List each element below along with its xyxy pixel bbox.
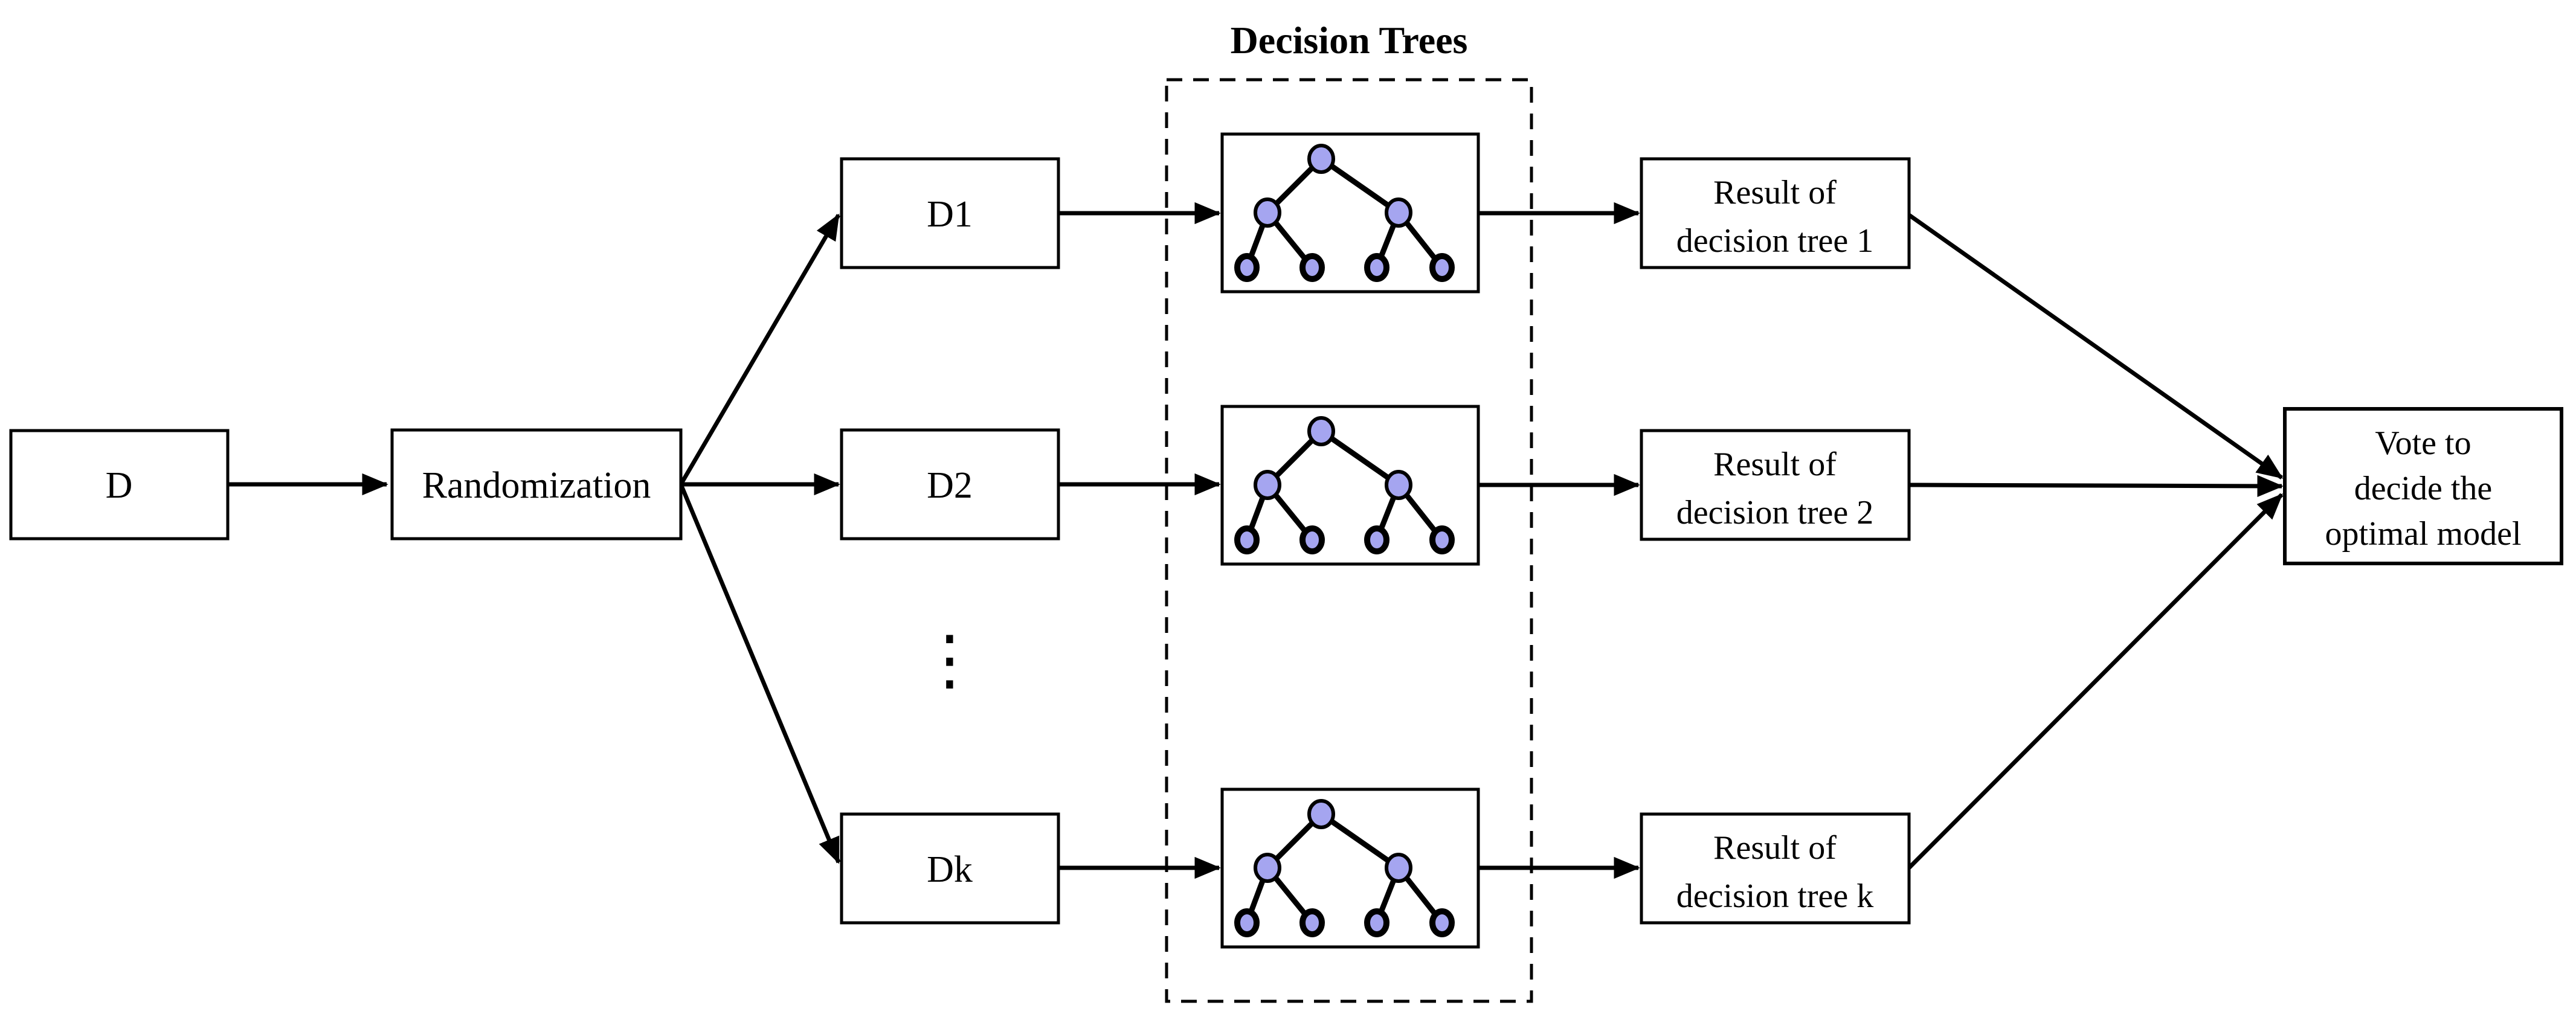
figure-title: Decision Trees <box>1231 19 1468 62</box>
dataset-node: D <box>9 429 230 541</box>
randomization-box <box>390 428 683 541</box>
subset-node-2: D2 <box>840 428 1060 541</box>
subset-box-k <box>840 812 1060 925</box>
result-node-2: Result of decision tree 2 <box>1640 429 1911 541</box>
dataset-box <box>9 429 230 541</box>
vote-box <box>2283 407 2563 565</box>
randomization-node: Randomization <box>390 428 683 541</box>
tree-panel-2 <box>1220 405 1480 566</box>
vote-line-2: decide the <box>2354 470 2493 507</box>
subset-label-k: Dk <box>927 849 973 890</box>
arrow-result2-to-vote <box>1908 475 2284 498</box>
result-box-2 <box>1640 429 1911 541</box>
arrow-result1-to-vote <box>1907 213 2284 480</box>
result-2-line-2: decision tree 2 <box>1676 494 1874 531</box>
subset-box-2 <box>840 428 1060 541</box>
vote-line-1: Vote to <box>2375 425 2471 462</box>
result-box-1 <box>1640 157 1911 269</box>
subset-label-1: D1 <box>927 194 973 235</box>
result-node-1: Result of decision tree 1 <box>1640 157 1911 269</box>
result-2-line-1: Result of <box>1713 446 1837 483</box>
vote-line-3: optimal model <box>2325 515 2521 553</box>
result-node-k: Result of decision tree k <box>1640 812 1911 925</box>
subset-box-1 <box>840 157 1060 269</box>
vote-node: Vote to decide the optimal model <box>2283 407 2563 565</box>
decision-trees-dashed-container <box>1165 78 1533 1003</box>
arrow-resultk-to-vote <box>1907 493 2284 870</box>
vertical-ellipsis: ⋮ <box>916 621 983 698</box>
arrow-randomization-to-dk <box>678 483 841 864</box>
tree-panel-3 <box>1220 788 1480 949</box>
tree-panel-1 <box>1220 132 1480 294</box>
randomization-label: Randomization <box>422 465 651 506</box>
result-1-line-1: Result of <box>1713 174 1837 211</box>
result-k-line-2: decision tree k <box>1676 877 1874 915</box>
subset-node-k: Dk <box>840 812 1060 925</box>
result-1-line-2: decision tree 1 <box>1676 222 1874 260</box>
result-box-k <box>1640 812 1911 925</box>
dataset-label: D <box>106 465 133 506</box>
arrow-randomization-to-d1 <box>678 213 841 486</box>
subset-node-1: D1 <box>840 157 1060 269</box>
subset-label-2: D2 <box>927 465 973 506</box>
result-k-line-1: Result of <box>1713 829 1837 867</box>
